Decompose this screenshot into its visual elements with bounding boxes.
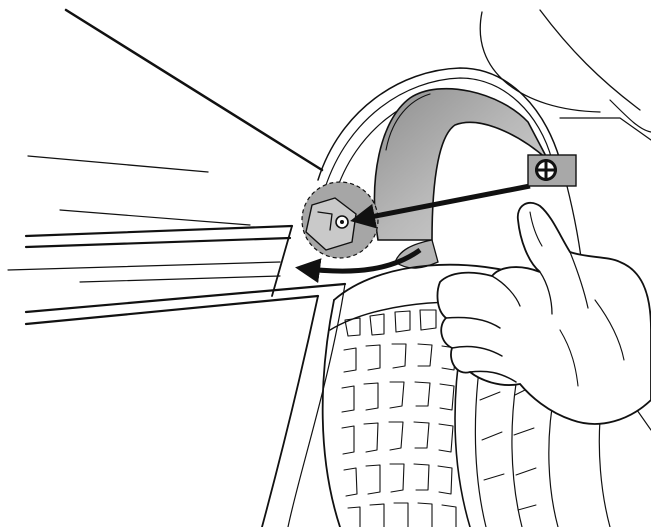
phillips-screwdriver-icon bbox=[528, 155, 576, 186]
door-sill-trim bbox=[8, 226, 345, 527]
hand bbox=[438, 203, 651, 424]
